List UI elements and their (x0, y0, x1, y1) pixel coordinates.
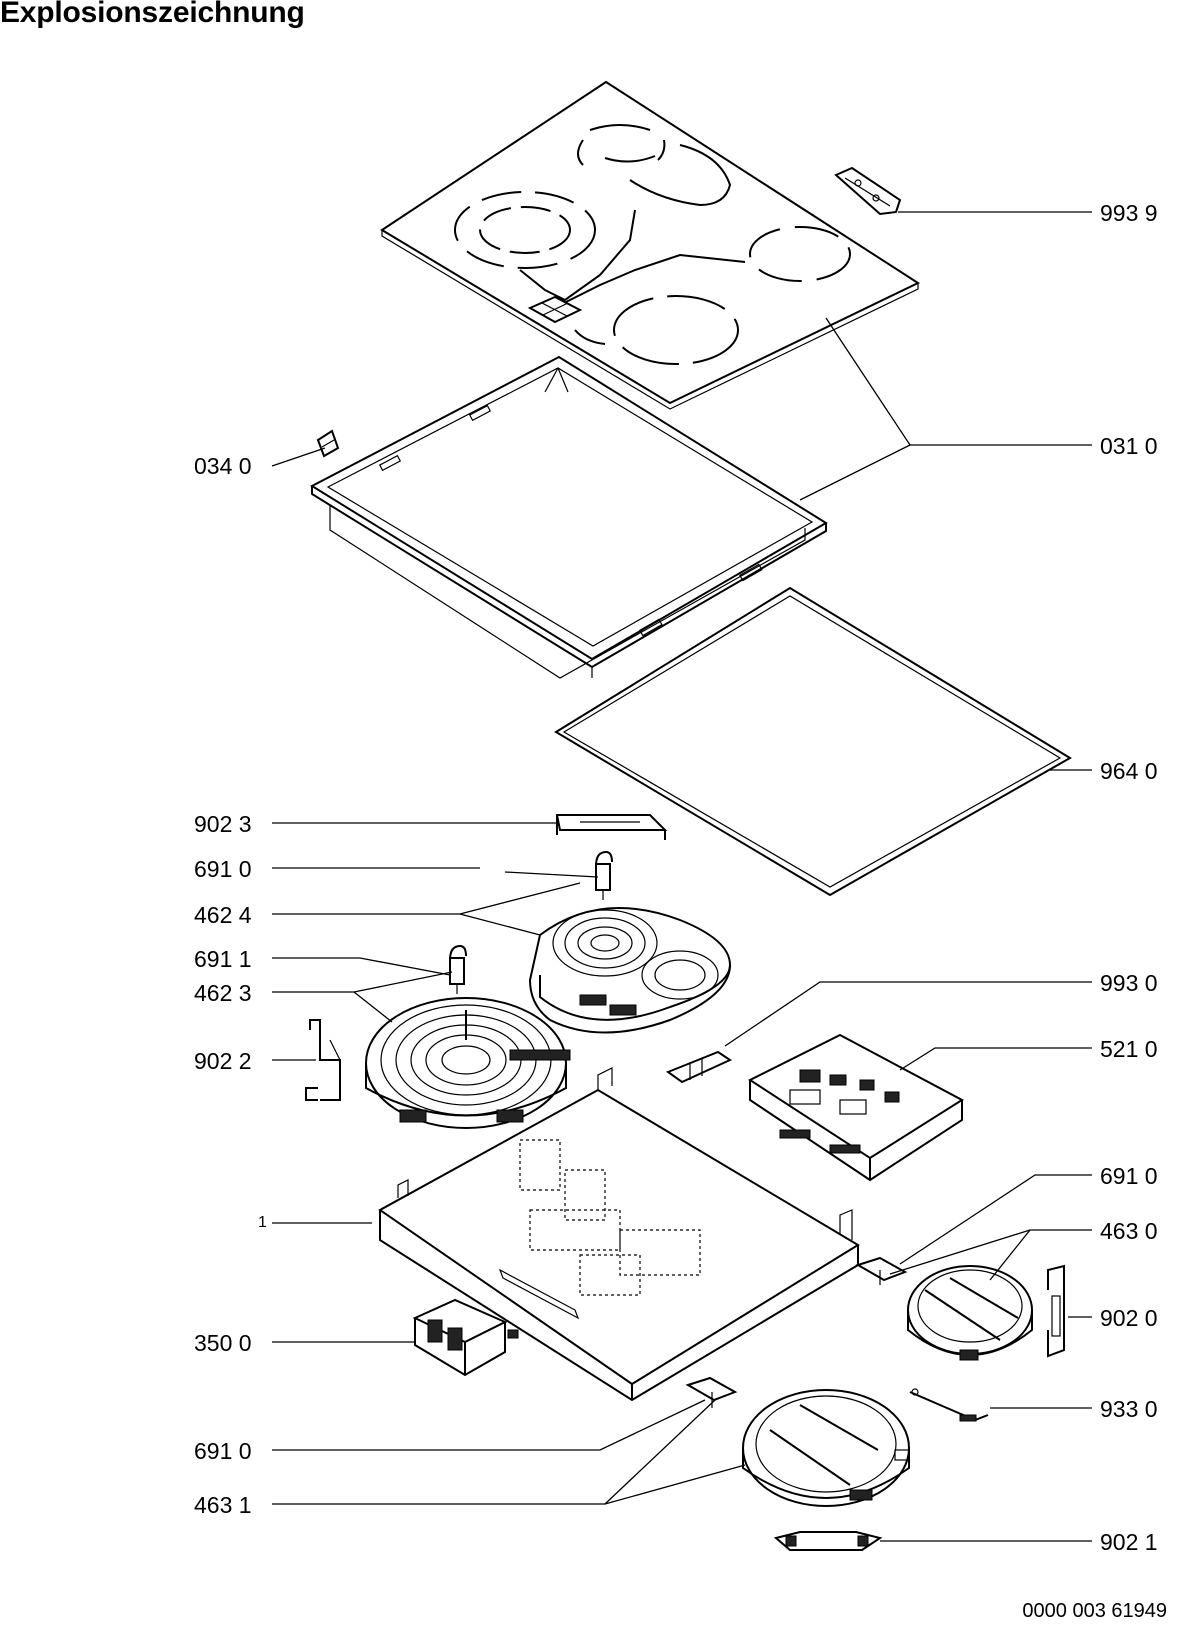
base-plate (378, 1067, 860, 1402)
label-462-3: 462 3 (194, 980, 252, 1006)
document-number: 0000 003 61949 (1022, 1600, 1167, 1622)
terminal-block (412, 1298, 519, 1377)
label-691-0-top: 691 0 (194, 856, 252, 882)
page-title: Explosionszeichnung (0, 0, 305, 29)
vent-holes (519, 1139, 701, 1296)
label-933-0: 933 0 (1100, 1396, 1158, 1422)
temperature-sensor (909, 1388, 989, 1422)
round-heating-element (365, 997, 571, 1129)
mounting-bracket-bottom (773, 1531, 883, 1551)
label-902-3: 902 3 (194, 811, 252, 837)
label-993-9: 993 9 (1100, 200, 1158, 226)
oval-heating-element (528, 907, 732, 1034)
connector-middle (449, 944, 467, 994)
leader-lines (271, 211, 1092, 1542)
label-462-4: 462 4 (194, 902, 252, 928)
connector-bottom (685, 1376, 738, 1408)
label-902-1: 902 1 (1100, 1529, 1158, 1555)
control-bracket-part (834, 166, 902, 216)
label-691-0-right: 691 0 (1100, 1163, 1158, 1189)
mounting-bracket-right (1047, 1264, 1065, 1358)
label-902-0: 902 0 (1100, 1305, 1158, 1331)
ceramic-glass-top (380, 80, 921, 410)
sensor-holder (665, 1050, 733, 1084)
label-902-2: 902 2 (194, 1048, 252, 1074)
label-964-0: 964 0 (1100, 758, 1158, 784)
connector-right (855, 1256, 908, 1285)
mounting-bracket-left (305, 1019, 341, 1101)
label-463-1: 463 1 (194, 1492, 252, 1518)
label-691-0-bottom: 691 0 (194, 1438, 252, 1464)
label-993-0: 993 0 (1100, 970, 1158, 996)
label-1: 1 (258, 1214, 267, 1231)
electronic-control-module (747, 1033, 964, 1182)
frame-seal (554, 586, 1072, 897)
label-350-0: 350 0 (194, 1330, 252, 1356)
label-034-0: 034 0 (194, 453, 252, 479)
touch-control-pad (527, 295, 583, 324)
hob-frame (309, 355, 828, 679)
label-691-1: 691 1 (194, 946, 252, 972)
label-031-0: 031 0 (1100, 433, 1158, 459)
fixing-clip (316, 429, 340, 458)
induction-coil-bottom (742, 1389, 910, 1507)
induction-coil-right (907, 1265, 1033, 1361)
mounting-bracket-upper (555, 814, 668, 840)
label-521-0: 521 0 (1100, 1036, 1158, 1062)
connector-top (595, 850, 613, 900)
label-463-0: 463 0 (1100, 1218, 1158, 1244)
